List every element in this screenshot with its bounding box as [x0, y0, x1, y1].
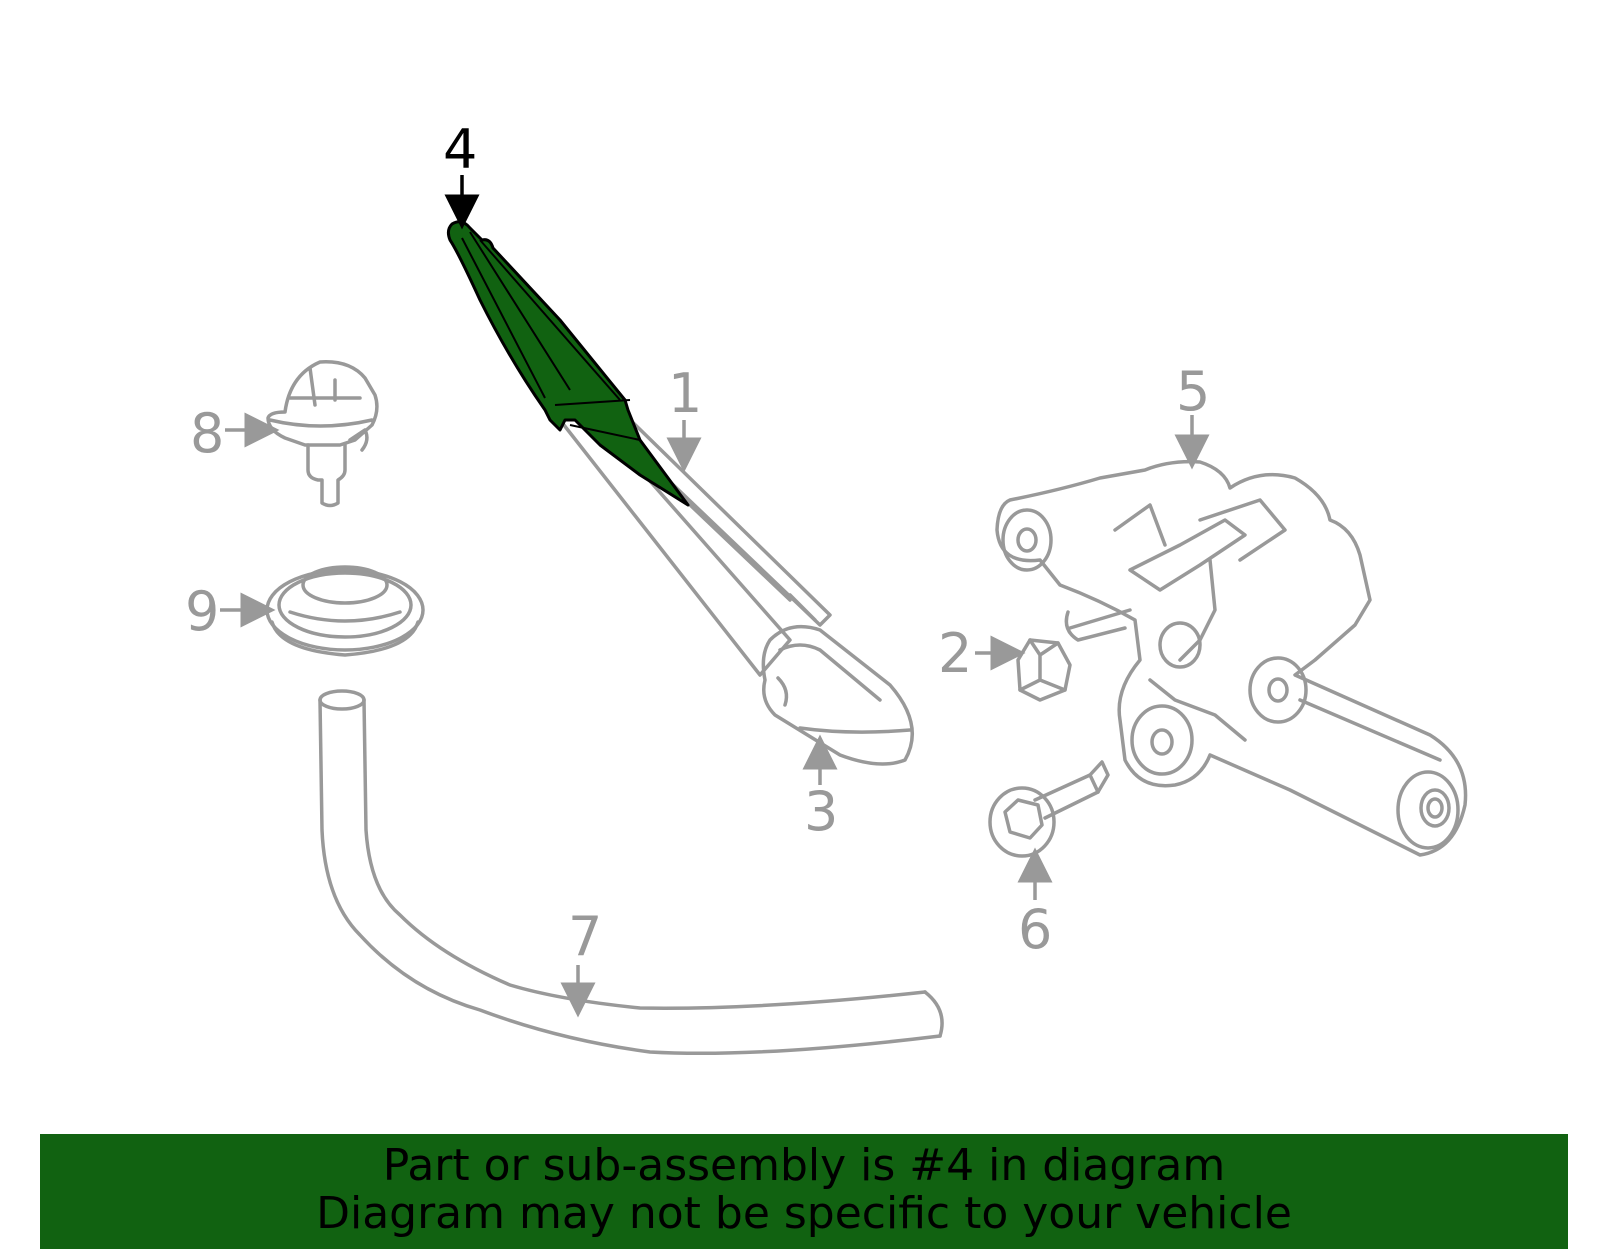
part-8-washer-nozzle[interactable]	[266, 360, 379, 508]
callout-4: 4	[443, 118, 477, 181]
callout-5: 5	[1176, 360, 1210, 423]
callout-2: 2	[938, 622, 972, 685]
callout-8: 8	[190, 402, 224, 465]
part-4-wiper-blade[interactable]	[446, 220, 690, 507]
callout-1: 1	[668, 362, 702, 425]
callout-9: 9	[185, 580, 219, 643]
callout-7: 7	[568, 905, 602, 968]
part-3-arm-cover[interactable]	[761, 624, 914, 766]
part-9-grommet[interactable]	[265, 565, 425, 657]
part-6-bolt[interactable]	[988, 760, 1110, 858]
banner-line-1: Part or sub-assembly is #4 in diagram	[382, 1140, 1226, 1191]
banner-line-2: Diagram may not be specific to your vehi…	[316, 1188, 1292, 1239]
callout-leaders	[220, 175, 1210, 1018]
info-banner: Part or sub-assembly is #4 in diagram Di…	[40, 1134, 1568, 1249]
part-7-washer-hose[interactable]	[318, 689, 944, 1056]
callout-6: 6	[1018, 898, 1052, 961]
part-5-wiper-motor[interactable]	[995, 459, 1468, 857]
part-2-nut[interactable]	[1016, 638, 1072, 702]
callout-3: 3	[804, 780, 838, 843]
